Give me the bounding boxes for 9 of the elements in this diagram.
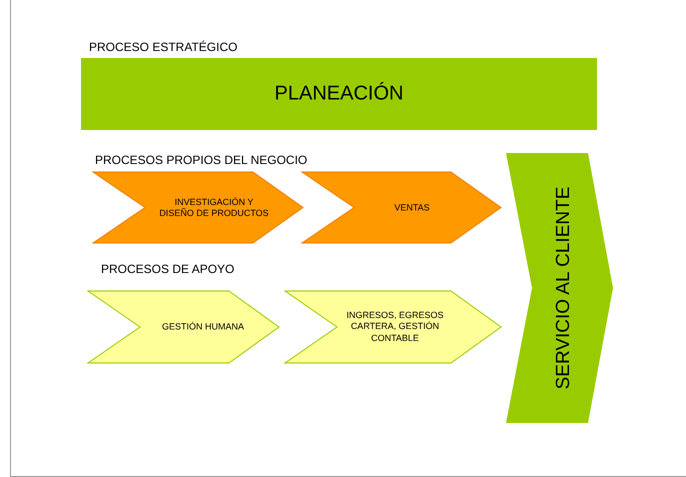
process-label: SERVICIO AL CLIENTE [552,186,575,390]
process-label: INVESTIGACIÓN Y DISEÑO DE PRODUCTOS [159,196,269,219]
process-label: INGRESOS, EGRESOS CARTERA, GESTIÓN CONTABLE [345,310,445,344]
process-label: GESTIÓN HUMANA [160,321,245,333]
process-label: PLANEACIÓN [274,82,404,106]
section-heading: PROCESO ESTRATÉGICO [89,40,238,54]
section-heading: PROCESOS PROPIOS DEL NEGOCIO [95,153,308,167]
process-label: VENTAS [393,202,431,214]
section-heading: PROCESOS DE APOYO [101,262,234,276]
